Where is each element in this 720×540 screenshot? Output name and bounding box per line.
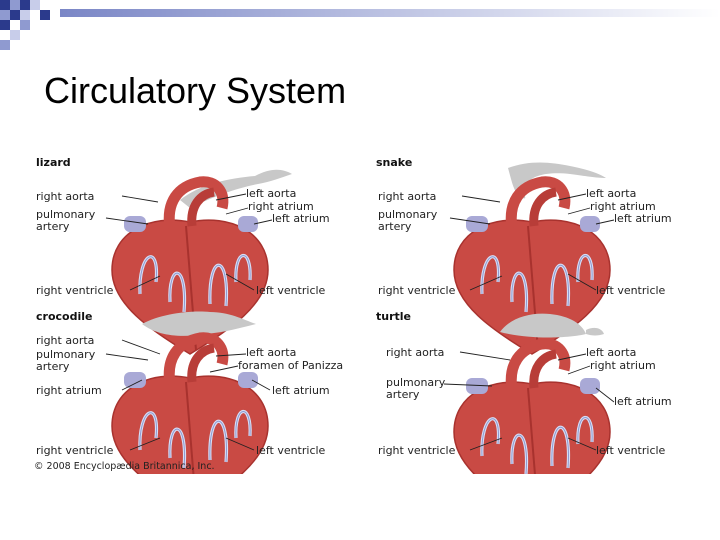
label-right-atrium: right atrium [590,200,656,213]
panel-crocodile: crocodile right aorta pulmonary artery l… [36,310,343,474]
heart-turtle [452,380,612,474]
label-right-ventricle: right ventricle [36,444,114,457]
label-pulmonary-artery: pulmonary artery [36,348,99,373]
label-pulmonary: pulmonary [36,208,96,221]
vessels-turtle [466,344,600,394]
vessels-lizard [124,182,258,232]
label-left-atrium: left atrium [614,395,672,408]
panel-title-crocodile: crocodile [36,310,92,323]
label-pulmonary-artery: pulmonary artery [386,376,449,401]
vessels-snake [466,182,600,232]
label-right-ventricle: right ventricle [378,284,456,297]
slide-corner-decoration [0,0,720,50]
label-right-ventricle: right ventricle [378,444,456,457]
panel-lizard: lizard right aorta pulmonary artery left… [36,156,330,356]
top-gradient-bar [60,9,720,17]
panel-title-lizard: lizard [36,156,71,169]
label-left-ventricle: left ventricle [596,444,666,457]
label-left-aorta: left aorta [246,346,296,359]
snake-silhouette [508,162,606,199]
label-right-aorta: right aorta [386,346,444,359]
label-line-continuation: artery [36,360,70,373]
label-left-ventricle: left ventricle [256,284,326,297]
label-line-continuation: artery [386,388,420,401]
label-left-ventricle: left ventricle [256,444,326,457]
label-pulmonary: pulmonary [386,376,446,389]
heart-crocodile [110,374,270,474]
label-pulmonary-artery: pulmonary artery [36,208,99,233]
label-left-aorta: left aorta [586,187,636,200]
label-left-atrium: left atrium [614,212,672,225]
label-left-atrium: left atrium [272,212,330,225]
label-right-aorta: right aorta [36,190,94,203]
label-right-aorta: right aorta [378,190,436,203]
copyright-text: © 2008 Encyclopædia Britannica, Inc. [34,461,215,472]
panel-snake: snake right aorta pulmonary artery left … [376,156,672,356]
leader-lines-lizard [105,193,273,291]
label-right-atrium: right atrium [36,384,102,397]
label-right-atrium: right atrium [248,200,314,213]
corner-squares [0,0,50,50]
panel-title-turtle: turtle [376,310,411,323]
label-line-continuation: artery [378,220,412,233]
label-right-atrium: right atrium [590,359,656,372]
label-pulmonary: pulmonary [378,208,438,221]
label-right-ventricle: right ventricle [36,284,114,297]
leader-lines-snake [449,193,615,291]
panel-title-snake: snake [376,156,412,169]
label-left-atrium: left atrium [272,384,330,397]
label-line-continuation: artery [36,220,70,233]
slide-title: Circulatory System [44,70,347,111]
panel-turtle: turtle right aorta pulmonary artery left… [376,310,672,474]
label-left-ventricle: left ventricle [596,284,666,297]
turtle-silhouette [500,313,604,338]
label-left-aorta: left aorta [246,187,296,200]
heart-comparison-figure: lizard right aorta pulmonary artery left… [30,148,702,474]
leader-lines-crocodile [105,339,271,451]
leader-lines-turtle [443,351,615,451]
label-pulmonary-artery: pulmonary artery [378,208,441,233]
label-foramen: foramen of Panizza [238,359,343,372]
crocodile-silhouette [142,311,256,336]
heart-diagram: lizard right aorta pulmonary artery left… [34,148,672,474]
label-right-aorta: right aorta [36,334,94,347]
label-left-aorta: left aorta [586,346,636,359]
label-pulmonary: pulmonary [36,348,96,361]
